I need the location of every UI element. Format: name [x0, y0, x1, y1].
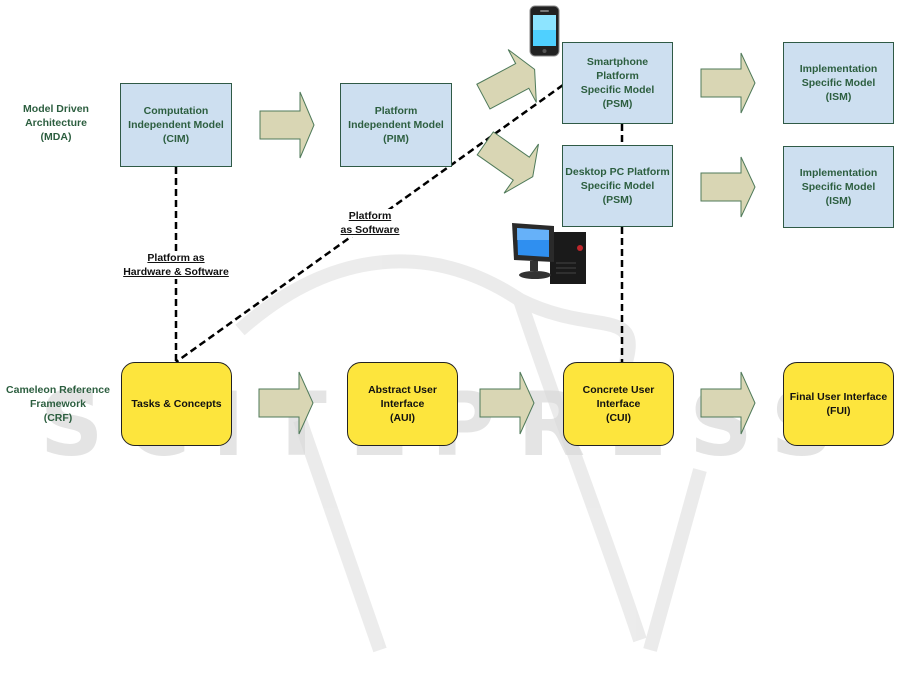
- fui-box: Final User Interface (FUI): [783, 362, 894, 446]
- arrow-psm-ism-1: [700, 52, 756, 114]
- pim-box: Platform Independent Model (PIM): [340, 83, 452, 167]
- mda-row-label: Model Driven Architecture (MDA): [23, 103, 89, 143]
- cui-box: Concrete User Interface (CUI): [563, 362, 674, 446]
- arrow-cim-pim: [259, 91, 315, 159]
- arrows-group: [258, 49, 756, 435]
- tasks-concepts-box: Tasks & Concepts: [121, 362, 232, 446]
- arrow-psm-ism-2: [700, 156, 756, 218]
- label-platform-sw: Platform as Software: [330, 209, 410, 237]
- arrow-cui-fui: [700, 371, 756, 435]
- arrow-tasks-aui: [258, 371, 314, 435]
- desktop-pc-icon: [512, 223, 586, 284]
- label-platform-hw-sw: Platform as Hardware & Software: [118, 251, 234, 279]
- arrow-aui-cui: [479, 371, 535, 435]
- psm-desktop-box: Desktop PC Platform Specific Model (PSM): [562, 145, 673, 227]
- aui-box: Abstract User Interface (AUI): [347, 362, 458, 446]
- ism-box-2: Implementation Specific Model (ISM): [783, 146, 894, 228]
- watermark-logo: [235, 254, 707, 653]
- arrow-pim-psm-smartphone: [476, 49, 537, 110]
- crf-row-label: Cameleon Reference Framework (CRF): [6, 384, 110, 424]
- smartphone-icon: [529, 5, 560, 57]
- psm-smartphone-box: Smartphone Platform Specific Model (PSM): [562, 42, 673, 124]
- cim-box: Computation Independent Model (CIM): [120, 83, 232, 167]
- arrow-pim-psm-desktop: [476, 131, 539, 194]
- ism-box-1: Implementation Specific Model (ISM): [783, 42, 894, 124]
